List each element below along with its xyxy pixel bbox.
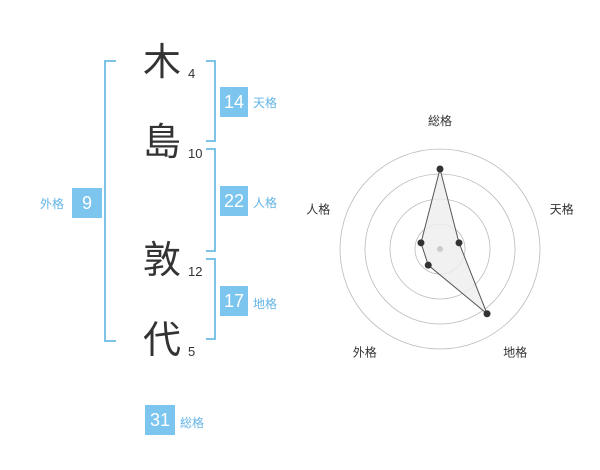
soukaku-label: 総格	[180, 416, 205, 430]
tenkaku-label: 天格	[253, 96, 278, 110]
radar-center-dot	[437, 246, 443, 252]
gaikaku-badge: 9	[72, 188, 102, 218]
chikaku-label: 地格	[253, 297, 278, 311]
gaikaku-bracket	[104, 60, 116, 342]
stroke-count-2: 10	[188, 146, 203, 161]
radar-axis-label: 地格	[503, 345, 527, 360]
tenkaku-bracket	[206, 60, 216, 142]
chikaku-badge: 17	[220, 286, 248, 316]
radar-grid-ring	[339, 148, 541, 350]
radar-data-point	[417, 239, 425, 247]
name-char-2: 島	[142, 120, 181, 164]
jinkaku-bracket	[206, 148, 216, 252]
name-char-3: 敦	[142, 238, 181, 282]
name-char-1: 木	[142, 40, 181, 84]
stroke-count-4: 5	[188, 344, 196, 359]
chikaku-bracket	[206, 258, 216, 340]
stroke-count-1: 4	[188, 66, 196, 81]
radar-series-area	[420, 168, 488, 315]
radar-axis-label: 総格	[428, 113, 452, 128]
jinkaku-badge: 22	[220, 186, 248, 216]
soukaku-badge: 31	[145, 405, 175, 435]
radar-axis-label: 外格	[353, 345, 377, 360]
jinkaku-label: 人格	[253, 196, 278, 210]
tenkaku-badge: 14	[220, 87, 248, 117]
radar-data-point	[455, 239, 463, 247]
radar-data-point	[424, 261, 432, 269]
radar-data-point	[483, 310, 491, 318]
gaikaku-label: 外格	[40, 197, 65, 211]
radar-axis-label: 天格	[550, 201, 574, 216]
name-char-4: 代	[142, 318, 181, 362]
stroke-count-3: 12	[188, 264, 203, 279]
radar-axis-label: 人格	[306, 201, 330, 216]
radar-data-point	[436, 165, 444, 173]
